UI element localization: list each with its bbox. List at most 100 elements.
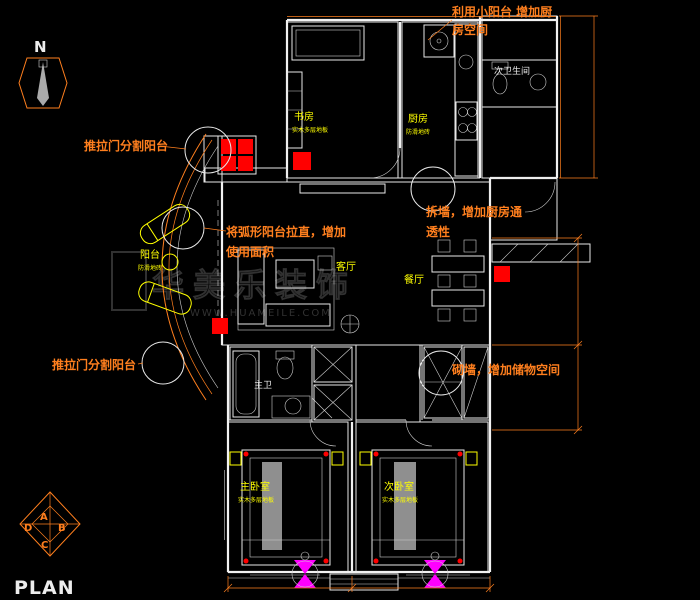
burner-icon [467, 107, 477, 117]
storage-cabinet [463, 346, 489, 419]
nightstand [331, 451, 344, 466]
sofa-left [237, 249, 265, 325]
compass-body [18, 57, 68, 109]
annotation-straighten-2: 使用面积 [225, 244, 274, 259]
dining-table [431, 289, 485, 307]
red-marker [221, 156, 236, 171]
chair-icon [463, 308, 477, 322]
red-markers [212, 135, 510, 334]
revision-bubble [161, 206, 205, 250]
label-balcony: 阳台 [140, 248, 160, 261]
label-master-bedroom-note: 实木多层地板 [238, 496, 274, 504]
bed-pillow-strip [394, 462, 416, 550]
dining-furniture [431, 239, 485, 322]
small-balcony-floor [481, 15, 558, 61]
label-living: 客厅 [336, 260, 356, 273]
dining-table [431, 255, 485, 273]
wall-lamp-icon [291, 551, 319, 588]
lounge-chair [138, 281, 192, 315]
grid-label-a: A [40, 512, 48, 523]
watermark-logo-box [111, 251, 147, 311]
bed-inner [249, 457, 323, 558]
entry-vestibule [489, 177, 558, 241]
balcony-rail-mid [168, 139, 213, 395]
balcony-table [161, 253, 179, 271]
wardrobes [313, 346, 489, 421]
second-bed [359, 449, 478, 566]
study-daybed-inner [295, 29, 361, 57]
kitchen-floor [401, 21, 479, 179]
study-furniture [286, 25, 365, 149]
wardrobe [313, 346, 353, 383]
toilet-tank [275, 350, 295, 360]
kitchen-door-arc [369, 147, 401, 179]
basin-icon [284, 397, 302, 415]
grid-label-b: B [58, 523, 66, 534]
annotation-straighten-1: 将弧形阳台拉直，增加 [226, 224, 346, 239]
second-bedroom-floor [355, 421, 489, 573]
curved-balcony [138, 133, 219, 401]
north-compass: N [18, 38, 68, 109]
vanity-counter [271, 395, 311, 419]
bay-window [329, 573, 399, 591]
compass-n-label: N [34, 38, 47, 56]
annotation-sliding-door-top: 推拉门分割阳台 [84, 138, 168, 153]
door-arcs [309, 147, 556, 447]
red-marker [494, 266, 510, 282]
grid-label-c: C [41, 540, 48, 551]
compass-needle-icon [37, 62, 49, 106]
watermark-subtext: WWW.HUAMEILE.COM [190, 308, 332, 319]
entry-door-arc [524, 181, 556, 213]
balcony-rail-outer [161, 133, 207, 401]
basin-icon [529, 73, 547, 91]
bed-pillow-strip [262, 462, 282, 550]
label-kitchen-note: 防滑地砖 [406, 128, 430, 136]
annotation-demolish-1: 拆墙，增加厨房通 [426, 204, 522, 219]
bed-outline [241, 449, 331, 566]
coffee-table [275, 259, 315, 289]
bed-inner [379, 457, 457, 558]
label-second-bedroom: 次卧室 [384, 480, 414, 493]
sofa-bottom [265, 303, 331, 327]
leader-lines [137, 19, 453, 365]
exterior-ledge [491, 243, 591, 263]
grid-label-d: D [24, 523, 32, 534]
label-secondary-bath: 次卫生间 [494, 65, 530, 77]
annotation-build-wall: 砌墙，增加储物空间 [451, 362, 560, 377]
chair-icon [463, 239, 477, 253]
label-study-note: 实木多层地板 [292, 126, 328, 134]
toilet-icon [492, 73, 508, 95]
living-furniture [237, 183, 386, 334]
bath-door-line [311, 397, 333, 419]
master-bed [229, 449, 344, 566]
label-master-bath: 主卫 [254, 379, 272, 391]
second-bedroom-door-arc [405, 419, 433, 447]
corridor-floor [355, 344, 421, 423]
master-bath-fixtures [232, 350, 311, 419]
chair-icon [437, 239, 451, 253]
label-second-bedroom-note: 实木多层地板 [382, 496, 418, 504]
lounge-chair [139, 203, 191, 245]
compass-hub [38, 59, 48, 68]
bathtub-inner [235, 353, 257, 415]
master-bedroom-door-arc [309, 419, 337, 447]
balcony-rail-inner [176, 145, 219, 389]
revision-bubble [184, 126, 232, 174]
revision-bubble [418, 350, 464, 396]
red-marker [212, 318, 228, 334]
watermark-text: 华美乐装饰 [152, 266, 357, 304]
red-marker [238, 139, 253, 154]
toilet-icon [276, 356, 294, 380]
washing-machine [423, 24, 455, 58]
wardrobe [313, 384, 353, 421]
annotation-demolish-2: 透性 [426, 224, 450, 239]
study-daybed [291, 25, 365, 61]
watermark: 华美乐装饰 WWW.HUAMEILE.COM [111, 251, 357, 319]
plan-title: PLAN [14, 577, 75, 599]
nightstand [465, 451, 478, 466]
label-kitchen: 厨房 [408, 112, 428, 125]
annotation-use-balcony-2: 房空间 [452, 22, 488, 37]
burner-icon [458, 107, 468, 117]
